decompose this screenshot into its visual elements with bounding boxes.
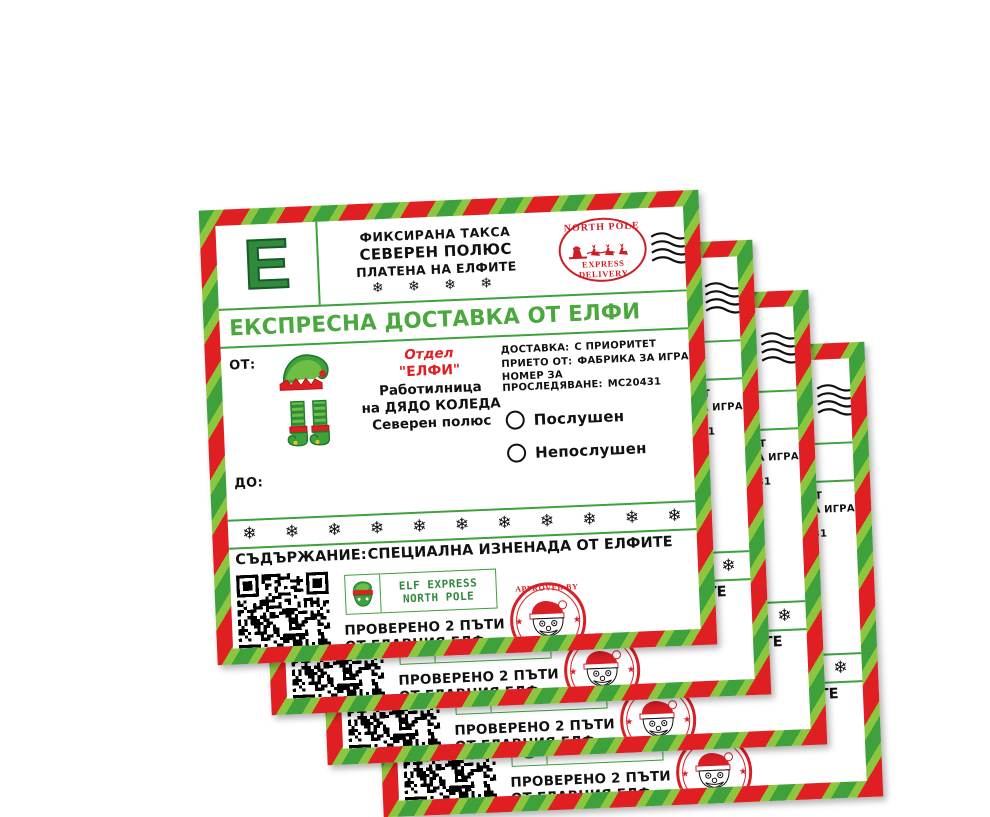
tracking-key: НОМЕР ЗА ПРОСЛЕДЯВАНЕ: — [502, 369, 603, 394]
snowflake-icon: ❄ — [327, 521, 342, 539]
shipping-value: ФАБРИКА ЗА ИГРАЧКИ — [577, 350, 701, 367]
postmark-box: NORTH POLE EXPRESS DELIVERY — [551, 206, 686, 294]
north-pole-postmark-icon: NORTH POLE EXPRESS DELIVERY — [557, 216, 648, 284]
qr-code-icon[interactable] — [236, 572, 332, 649]
express-letter-box: E — [215, 222, 320, 309]
tracking-row: НОМЕР ЗА ПРОСЛЕДЯВАНЕ: MC20431 — [502, 365, 693, 394]
radio-label-naughty: Непослушен — [535, 439, 647, 462]
snowflake-icon: ❄ — [582, 511, 597, 529]
label-content: E ФИКСИРАНА ТАКСА СЕВЕРЕН ПОЛЮС ПЛАТЕНА … — [215, 206, 700, 648]
snowflake-icon: ❄ — [412, 518, 427, 536]
tracking-key-line-2: ПРОСЛЕДЯВАНЕ: — [502, 379, 603, 394]
shipping-key: ПРИЕТО ОТ: — [501, 356, 572, 370]
radio-circle-icon[interactable] — [505, 410, 525, 430]
snowflake-icon: ❄ — [721, 557, 736, 575]
express-letter: E — [242, 231, 291, 299]
snowflake-icon: ❄ — [285, 523, 300, 541]
radio-option-nice[interactable]: Послушен — [505, 405, 645, 430]
star-icon: ★ — [573, 615, 581, 625]
star-icon: ★ — [681, 769, 689, 779]
tracking-value: MC20431 — [608, 376, 662, 389]
fee-snowflake-row: ❄ ❄ ❄ ❄ — [372, 276, 503, 295]
elf-head-icon — [350, 580, 375, 609]
snowflake-icon: ❄ — [370, 520, 385, 538]
snowflake-icon: ❄ — [497, 514, 512, 532]
santa-sleigh-icon — [566, 237, 639, 262]
radio-option-naughty[interactable]: Непослушен — [507, 438, 647, 463]
star-icon: ★ — [625, 717, 633, 727]
label-body: ОТ: ДО: — [220, 329, 695, 518]
star-icon: ★ — [569, 667, 577, 677]
sender-block: Отдел "ЕЛФИ" Работилница на ДЯДО КОЛЕДА … — [349, 343, 512, 435]
star-icon: ★ — [683, 715, 691, 725]
elf-face-icon — [345, 574, 382, 613]
postage-fee-box: ФИКСИРАНА ТАКСА СЕВЕРЕН ПОЛЮС ПЛАТЕНА НА… — [317, 212, 554, 305]
snowflake-icon: ❄ — [540, 513, 555, 531]
contents-label: СЪДЪРЖАНИЕ: — [235, 547, 367, 568]
snowflake-icon: ❄ — [455, 516, 470, 534]
snowflake-icon: ❄ — [625, 509, 640, 527]
radio-circle-icon[interactable] — [507, 443, 527, 463]
behavior-radio-group[interactable]: Послушен Непослушен — [505, 405, 647, 477]
shipping-key: ДОСТАВКА: — [501, 342, 570, 356]
radio-label-nice: Послушен — [533, 407, 624, 429]
snowflake-icon: ❄ — [777, 607, 792, 625]
snowflake-icon: ❄ — [667, 507, 682, 525]
to-label: ДО: — [234, 475, 264, 491]
elf-express-stamp-text: ELF EXPRESS NORTH POLE — [380, 576, 496, 607]
star-icon: ★ — [515, 617, 523, 627]
label-stack: E ФИКСИРАНА ТАКСА СЕВЕРЕН ПОЛЮС ПЛАТЕНА … — [0, 0, 990, 700]
from-label: ОТ: — [229, 357, 256, 373]
elf-express-stamp: ELF EXPRESS NORTH POLE — [344, 569, 498, 615]
elf-illustration-icon — [269, 348, 351, 451]
snowflake-icon: ❄ — [833, 659, 848, 677]
shipping-value: С ПРИОРИТЕТ — [574, 339, 656, 353]
star-icon: ★ — [627, 665, 635, 675]
shipping-info-block: ДОСТАВКА: С ПРИОРИТЕТ ПРИЕТО ОТ: ФАБРИКА… — [501, 337, 693, 397]
star-icon: ★ — [739, 767, 747, 777]
snowflake-icon: ❄ — [242, 525, 257, 543]
shipping-label-1[interactable]: E ФИКСИРАНА ТАКСА СЕВЕРЕН ПОЛЮС ПЛАТЕНА … — [199, 190, 718, 666]
